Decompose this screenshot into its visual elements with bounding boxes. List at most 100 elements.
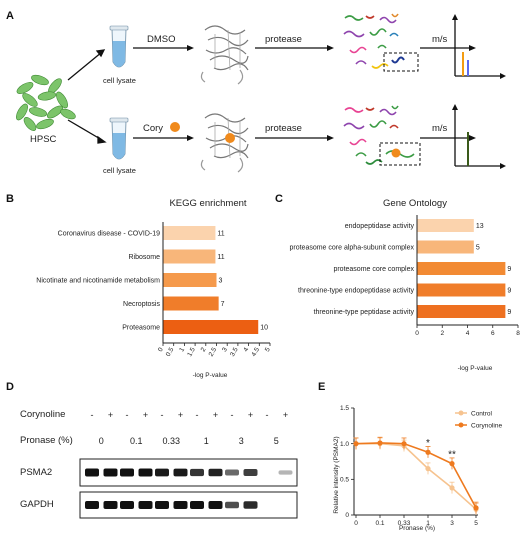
- blot-band: [138, 468, 153, 477]
- category-label: threonine-type peptidase activity: [314, 309, 415, 316]
- dmso-label: DMSO: [147, 34, 176, 45]
- cell-source-label: HPSC: [30, 134, 57, 145]
- blot-band: [278, 470, 293, 475]
- branch-arrows: [67, 49, 107, 144]
- go-title: Gene Ontology: [383, 198, 447, 209]
- bar: [163, 226, 216, 240]
- blot-band: [173, 468, 188, 477]
- go-chart: endopeptidase activity 13 proteasome core …: [289, 215, 520, 337]
- bound-compound-icon: [225, 133, 235, 143]
- pronase-row-label: Pronase (%): [20, 435, 73, 446]
- blot-band: [85, 468, 99, 477]
- x-tick-label: 0.33: [398, 520, 411, 527]
- blot-bands: [85, 468, 293, 509]
- pronase-dose: 1: [204, 436, 209, 446]
- compound-dot-icon: [170, 122, 180, 132]
- cell-cluster-icon: [16, 74, 76, 131]
- bar: [417, 219, 474, 232]
- x-tick-label: 4: [242, 346, 250, 353]
- top-protease-label: protease: [265, 34, 302, 45]
- top-ms-spectrum: [452, 14, 506, 79]
- data-point: [425, 466, 431, 472]
- x-tick-label: 2: [440, 330, 444, 337]
- data-point: [353, 441, 359, 447]
- highlight-box: [379, 142, 421, 166]
- count-label: 3: [219, 278, 223, 285]
- y-tick-label: 0: [345, 512, 349, 519]
- pronase-dose: 3: [239, 436, 244, 446]
- bottom-ms-label: m/s: [432, 123, 448, 134]
- count-label: 13: [476, 223, 484, 230]
- bottom-protease-label: protease: [265, 123, 302, 134]
- category-label: endopeptidase activity: [345, 223, 415, 230]
- series-line: [356, 442, 477, 510]
- blot-band: [103, 501, 118, 509]
- count-label: 5: [476, 245, 480, 252]
- corynoline-row-label: Corynoline: [20, 409, 65, 420]
- panel-b: B KEGG enrichment Coronavirus disease - …: [6, 193, 272, 379]
- x-tick-label: 4.5: [250, 346, 261, 358]
- treatment-sign: -: [196, 410, 199, 420]
- bar: [417, 305, 506, 318]
- panel-b-label: B: [6, 193, 14, 205]
- bottom-ms-spectrum: [452, 104, 506, 169]
- y-tick-label: 1.0: [340, 441, 349, 448]
- blot-band: [138, 501, 153, 509]
- x-tick-label: 0.5: [165, 346, 176, 358]
- category-label: Nicotinate and nicotinamide metabolism: [36, 278, 160, 285]
- legend: Control Corynoline: [455, 410, 502, 430]
- highlight-box: [383, 52, 419, 72]
- count-label: 11: [217, 254, 224, 261]
- count-label: 11: [217, 231, 224, 238]
- x-tick-label: 6: [491, 330, 495, 337]
- e-xlabel: Pronase (%): [399, 525, 435, 532]
- peptide-fragments-icon: [343, 105, 399, 165]
- x-tick-label: 2: [200, 346, 208, 353]
- treatment-sign: +: [283, 410, 288, 420]
- data-point: [449, 461, 455, 467]
- cory-label: Cory: [143, 123, 163, 134]
- treatment-sign: -: [266, 410, 269, 420]
- x-tick-label: 1: [426, 520, 430, 527]
- panel-e: E Relative intensity (PSMA2) Pronase (%)…: [318, 381, 502, 532]
- protein-structure-icon: [200, 113, 249, 173]
- blot-band: [120, 501, 134, 509]
- data-point: [401, 441, 407, 447]
- category-label: Coronavirus disease - COVID-19: [58, 231, 160, 238]
- treatment-sign: +: [248, 410, 253, 420]
- bar: [417, 262, 506, 275]
- category-label: proteasome core alpha-subunit complex: [289, 245, 414, 252]
- blot-band: [190, 468, 204, 477]
- data-point: [425, 449, 431, 455]
- blot-band: [190, 501, 204, 509]
- count-label: 9: [507, 288, 511, 295]
- bar: [417, 283, 506, 297]
- top-lysate-label: cell lysate: [103, 76, 136, 85]
- blot-label-gapdh: GAPDH: [20, 499, 54, 510]
- data-point: [377, 440, 383, 446]
- bar: [163, 273, 217, 287]
- treatment-sign: +: [213, 410, 218, 420]
- panel-d-label: D: [6, 381, 14, 393]
- bound-compound-icon: [391, 148, 401, 158]
- blot-band: [208, 468, 223, 477]
- x-tick-label: 1.5: [186, 346, 197, 358]
- significance-mark: **: [448, 450, 456, 461]
- x-tick-label: 1: [178, 346, 186, 353]
- top-ms-label: m/s: [432, 34, 448, 45]
- category-label: proteasome core complex: [333, 266, 414, 273]
- blot-band: [155, 501, 169, 509]
- kegg-title: KEGG enrichment: [169, 198, 246, 209]
- blot-band: [103, 468, 118, 477]
- blot-band: [208, 501, 223, 509]
- bar: [163, 296, 219, 311]
- blot-band: [243, 501, 258, 509]
- treatment-sign: +: [108, 410, 113, 420]
- treatment-sign: -: [161, 410, 164, 420]
- bottom-lysate-label: cell lysate: [103, 166, 136, 175]
- x-tick-label: 0: [157, 346, 165, 353]
- blot-band: [225, 469, 239, 476]
